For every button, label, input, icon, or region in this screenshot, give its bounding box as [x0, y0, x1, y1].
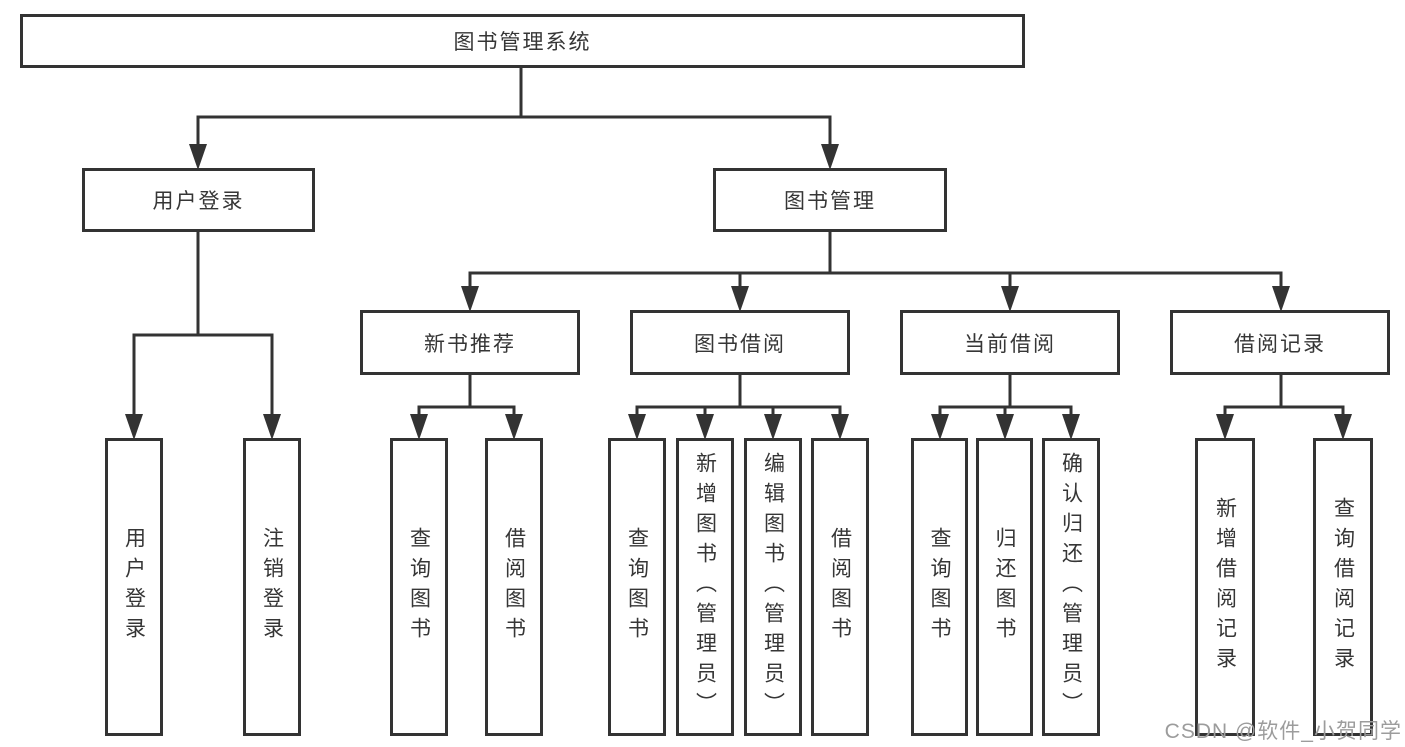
node-leaf-edit-books-admin: 编辑图书（管理员） [744, 438, 802, 736]
arrowhead-icon [831, 414, 849, 440]
node-label: 归还图书 [993, 527, 1016, 647]
node-label: 新书推荐 [424, 332, 516, 356]
node-label: 借阅记录 [1234, 332, 1326, 356]
node-label: 查询借阅记录 [1331, 497, 1355, 677]
node-label: 用户登录 [122, 527, 146, 647]
edge-bookmgmt-branch [468, 271, 1283, 288]
node-leaf-add-borrow-record: 新增借阅记录 [1195, 438, 1255, 736]
node-label: 查询图书 [928, 527, 951, 647]
node-leaf-borrow-books-2: 借阅图书 [811, 438, 869, 736]
node-current-borrowing: 当前借阅 [900, 310, 1120, 375]
node-label: 借阅图书 [828, 527, 852, 647]
node-leaf-add-books-admin: 新增图书（管理员） [676, 438, 734, 736]
node-new-book-recommend: 新书推荐 [360, 310, 580, 375]
node-label: 借阅图书 [502, 527, 526, 647]
node-label: 新增借阅记录 [1213, 497, 1237, 677]
arrowhead-icon [125, 414, 143, 440]
arrowhead-icon [996, 414, 1014, 440]
node-label: 编辑图书（管理员） [761, 452, 785, 722]
node-leaf-borrow-books-1: 借阅图书 [485, 438, 543, 736]
node-label: 图书管理 [784, 190, 876, 213]
arrowhead-icon [461, 286, 479, 312]
node-leaf-query-books-3: 查询图书 [911, 438, 968, 736]
arrowhead-icon [1062, 414, 1080, 440]
node-label: 当前借阅 [964, 332, 1056, 356]
edge-records-branch [1223, 405, 1345, 416]
node-library-management-system: 图书管理系统 [20, 14, 1025, 68]
node-leaf-confirm-return-admin: 确认归还（管理员） [1042, 438, 1100, 736]
arrowhead-icon [931, 414, 949, 440]
arrowhead-icon [410, 414, 428, 440]
node-user-login: 用户登录 [82, 168, 315, 232]
node-book-borrowing: 图书借阅 [630, 310, 850, 375]
node-leaf-query-books-2: 查询图书 [608, 438, 666, 736]
arrowhead-icon [696, 414, 714, 440]
node-leaf-user-login: 用户登录 [105, 438, 163, 736]
edge-userlogin-branch [132, 333, 274, 416]
arrowheads [125, 144, 1352, 440]
node-leaf-logout: 注销登录 [243, 438, 301, 736]
arrowhead-icon [1334, 414, 1352, 440]
arrowhead-icon [505, 414, 523, 440]
arrowhead-icon [821, 144, 839, 170]
arrowhead-icon [1272, 286, 1290, 312]
arrowhead-icon [731, 286, 749, 312]
edge-borrow-branch [635, 405, 842, 416]
edge-newbook-branch [417, 405, 516, 416]
arrowhead-icon [764, 414, 782, 440]
node-label: 确认归还（管理员） [1059, 452, 1083, 722]
node-label: 用户登录 [152, 190, 245, 213]
node-leaf-query-books-1: 查询图书 [390, 438, 448, 736]
edge-root-branch [196, 115, 832, 146]
arrowhead-icon [263, 414, 281, 440]
node-label: 注销登录 [260, 527, 284, 647]
node-label: 查询图书 [625, 527, 649, 647]
node-leaf-query-borrow-record: 查询借阅记录 [1313, 438, 1373, 736]
node-label: 新增图书（管理员） [693, 452, 717, 722]
arrowhead-icon [628, 414, 646, 440]
node-label: 查询图书 [407, 527, 431, 647]
node-book-management: 图书管理 [713, 168, 947, 232]
node-borrowing-records: 借阅记录 [1170, 310, 1390, 375]
node-label: 图书借阅 [694, 332, 786, 356]
arrowhead-icon [1216, 414, 1234, 440]
csdn-watermark: CSDN @软件_小贺同学 [1164, 720, 1402, 743]
arrowhead-icon [189, 144, 207, 170]
node-label: 图书管理系统 [453, 31, 592, 54]
arrowhead-icon [1001, 286, 1019, 312]
node-leaf-return-books: 归还图书 [976, 438, 1033, 736]
